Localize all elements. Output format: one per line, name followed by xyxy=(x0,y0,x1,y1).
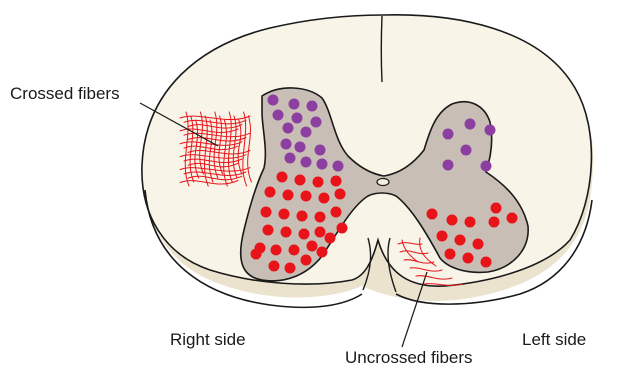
purple-dot xyxy=(311,117,322,128)
red-dot xyxy=(491,203,502,214)
red-dot xyxy=(289,245,300,256)
red-dot xyxy=(283,190,294,201)
red-dot xyxy=(481,257,492,268)
red-dot xyxy=(315,212,326,223)
red-dot xyxy=(331,207,342,218)
purple-dot xyxy=(273,110,284,121)
dorsal-median-septum xyxy=(381,16,382,82)
red-dot xyxy=(271,245,282,256)
purple-dot xyxy=(281,139,292,150)
red-dot xyxy=(261,207,272,218)
label-right-side: Right side xyxy=(170,330,246,350)
purple-dot xyxy=(307,101,318,112)
red-dot xyxy=(263,225,274,236)
purple-dot xyxy=(295,142,306,153)
purple-dot xyxy=(285,153,296,164)
purple-dot xyxy=(283,123,294,134)
purple-dot xyxy=(292,113,303,124)
red-dot xyxy=(337,223,348,234)
central-canal xyxy=(377,179,389,186)
red-dot xyxy=(473,239,484,250)
red-dot xyxy=(285,263,296,274)
purple-dot xyxy=(289,99,300,110)
purple-dot xyxy=(268,95,279,106)
red-dot xyxy=(281,227,292,238)
red-dot xyxy=(447,215,458,226)
red-dot xyxy=(251,249,262,260)
red-dot xyxy=(279,209,290,220)
purple-dot xyxy=(485,125,496,136)
red-dot xyxy=(427,209,438,220)
purple-dot xyxy=(443,129,454,140)
purple-dot xyxy=(301,127,312,138)
red-dot xyxy=(307,241,318,252)
red-dot xyxy=(299,229,310,240)
label-crossed-fibers: Crossed fibers xyxy=(10,84,120,104)
red-dot xyxy=(315,227,326,238)
red-dot xyxy=(297,211,308,222)
purple-dot xyxy=(317,159,328,170)
purple-dot xyxy=(301,157,312,168)
purple-dot xyxy=(443,160,454,171)
red-dot xyxy=(313,177,324,188)
red-dot xyxy=(463,253,474,264)
label-left-side: Left side xyxy=(522,330,586,350)
purple-dot xyxy=(461,145,472,156)
purple-dot xyxy=(481,161,492,172)
red-dot xyxy=(437,231,448,242)
red-dot xyxy=(507,213,518,224)
red-dot xyxy=(331,176,342,187)
red-dot xyxy=(445,249,456,260)
red-dot xyxy=(319,193,330,204)
red-dot xyxy=(465,217,476,228)
red-dot xyxy=(269,261,280,272)
red-dot xyxy=(301,255,312,266)
red-dot xyxy=(295,175,306,186)
purple-dot xyxy=(333,161,344,172)
red-dot xyxy=(335,189,346,200)
purple-dot xyxy=(465,119,476,130)
red-dot xyxy=(301,191,312,202)
label-uncrossed-fibers: Uncrossed fibers xyxy=(345,348,473,368)
red-dot xyxy=(265,187,276,198)
red-dot xyxy=(325,233,336,244)
red-dot xyxy=(455,235,466,246)
purple-dot xyxy=(315,145,326,156)
red-dot xyxy=(317,247,328,258)
red-dot xyxy=(277,172,288,183)
red-dot xyxy=(489,217,500,228)
